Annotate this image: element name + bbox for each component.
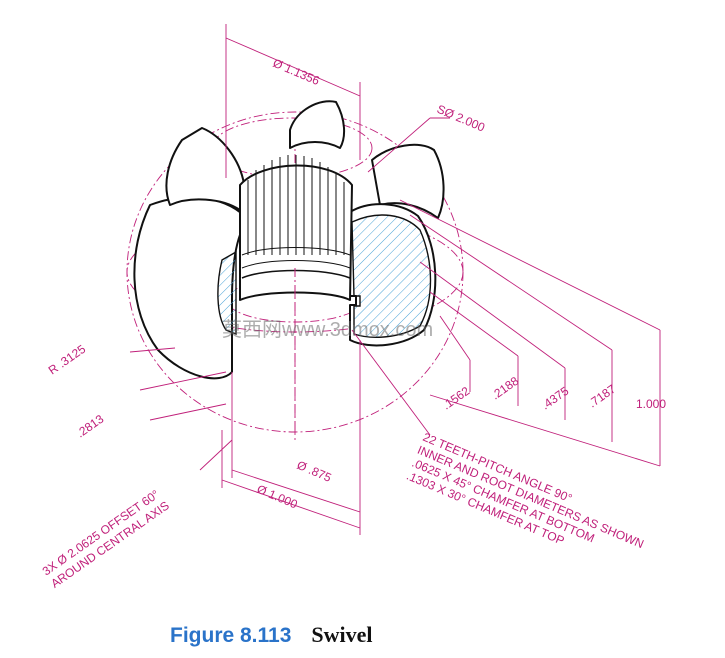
dim-height-1562: .1562 xyxy=(440,384,473,413)
gear-teeth xyxy=(241,155,351,430)
section-hatch xyxy=(217,214,432,338)
swivel-technical-drawing: Ø 1.1356 SØ 2.000 R .3125 .2813 Ø .875 Ø… xyxy=(40,24,666,591)
dimension-lines xyxy=(129,24,661,535)
dim-height-7187: .7187 xyxy=(586,382,619,411)
dim-outer-diameter: Ø 1.000 xyxy=(255,482,300,512)
holes-note-line-1: 3X Ø 2.0625 OFFSET 60° xyxy=(40,487,162,578)
watermark-text: 莫西网www.3dmox.com xyxy=(222,318,433,341)
dim-height-4375: .4375 xyxy=(539,384,572,413)
holes-note-line-2: AROUND CENTRAL AXIS xyxy=(48,498,171,590)
dim-radius: R .3125 xyxy=(46,342,89,378)
dim-height-1000: 1.000 xyxy=(636,397,666,411)
figure-number: Figure 8.113 xyxy=(170,624,292,647)
dim-height-2188: .2188 xyxy=(489,374,522,403)
dim-inner-diameter: Ø .875 xyxy=(295,458,334,485)
figure-caption: Figure 8.113 Swivel xyxy=(170,622,373,652)
dim-top-diameter: Ø 1.1356 xyxy=(271,56,322,88)
holes-note: 3X Ø 2.0625 OFFSET 60° AROUND CENTRAL AX… xyxy=(40,487,172,591)
dim-offset: .2813 xyxy=(74,412,107,441)
figure-title: Swivel xyxy=(311,622,373,647)
